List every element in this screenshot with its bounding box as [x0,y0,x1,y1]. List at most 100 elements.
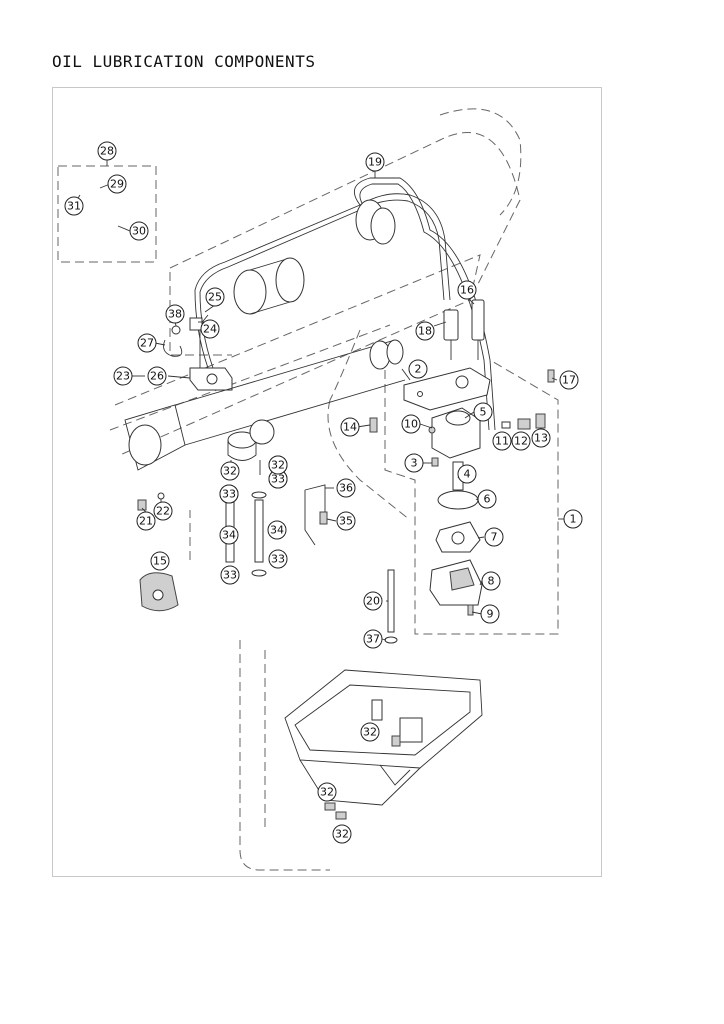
callout-4: 4 [457,464,477,484]
callout-32: 32 [360,722,380,742]
callout-20: 20 [363,591,383,611]
callout-label: 6 [484,493,491,506]
callout-label: 25 [208,291,222,304]
callout-27: 27 [137,333,157,353]
callout-16: 16 [457,280,477,300]
callout-label: 16 [460,284,474,297]
callout-31: 31 [64,196,84,216]
callout-1: 1 [563,509,583,529]
callout-22: 22 [153,501,173,521]
callout-32: 32 [268,455,288,475]
callout-14: 14 [340,417,360,437]
callout-circle [317,782,337,802]
adjuster-screw [501,413,546,430]
oil-filter [355,199,396,245]
callout-circle [153,501,173,521]
callout-circle [563,509,583,529]
callout-38: 38 [165,304,185,324]
callout-circle [404,453,424,473]
callout-18: 18 [415,321,435,341]
callout-28: 28 [97,141,117,161]
callout-label: 32 [223,465,237,478]
callout-33: 33 [268,469,288,489]
callout-circle [64,196,84,216]
callout-circle [360,722,380,742]
callout-label: 1 [570,513,577,526]
callout-33: 33 [219,484,239,504]
callout-13: 13 [531,428,551,448]
callout-label: 38 [168,308,182,321]
callout-10: 10 [401,414,421,434]
callout-label: 27 [140,337,154,350]
callout-5: 5 [473,402,493,422]
callout-circle [136,511,156,531]
callout-7: 7 [484,527,504,547]
callout-label: 12 [514,435,528,448]
pump-plate [403,367,491,411]
callout-label: 20 [366,595,380,608]
machine-outline [109,108,522,871]
oil-tubes [194,177,496,431]
callout-33: 33 [220,565,240,585]
callout-label: 22 [156,505,170,518]
callout-label: 8 [488,575,495,588]
oil-cup [227,419,275,475]
callout-circle [457,280,477,300]
callout-label: 4 [464,468,471,481]
callout-circle [165,304,185,324]
callout-circle [147,366,167,386]
callout-11: 11 [492,431,512,451]
callout-label: 32 [320,786,334,799]
callout-label: 33 [271,473,285,486]
oil-pan [284,669,483,806]
callout-23: 23 [113,366,133,386]
callout-label: 29 [110,178,124,191]
callout-label: 15 [153,555,167,568]
callout-label: 28 [100,145,114,158]
callout-32: 32 [220,461,240,481]
callout-label: 18 [418,325,432,338]
callout-circle [336,511,356,531]
bracket-26 [189,314,233,391]
callout-circle [365,152,385,172]
callout-24: 24 [200,319,220,339]
pump-body [428,407,481,459]
callout-8: 8 [481,571,501,591]
page-title: OIL LUBRICATION COMPONENTS [52,52,316,71]
callout-label: 19 [368,156,382,169]
callout-circle [219,484,239,504]
shaft-housing [124,339,406,471]
pipe-20 [387,569,395,633]
callout-9: 9 [480,604,500,624]
callout-circle [477,489,497,509]
callout-circle [150,551,170,571]
screw-17 [547,369,555,383]
callout-2: 2 [408,359,428,379]
callout-label: 32 [363,726,377,739]
callout-circle [129,221,149,241]
callout-circle [107,174,127,194]
screw-3 [431,457,439,467]
callout-35: 35 [336,511,356,531]
callout-circle [363,591,383,611]
callout-circle [559,370,579,390]
callout-label: 31 [67,200,81,213]
callout-circle [363,629,383,649]
callout-6: 6 [477,489,497,509]
callout-32: 32 [317,782,337,802]
callout-33: 33 [268,549,288,569]
callout-circle [336,478,356,498]
callout-26: 26 [147,366,167,386]
diagram-frame [52,87,602,877]
callout-36: 36 [336,478,356,498]
callout-circle [97,141,117,161]
callout-label: 2 [415,363,422,376]
callout-circle [484,527,504,547]
callout-circle [267,520,287,540]
callout-label: 36 [339,482,353,495]
callout-label: 9 [487,608,494,621]
clip-27 [163,339,183,357]
callout-32: 32 [332,824,352,844]
